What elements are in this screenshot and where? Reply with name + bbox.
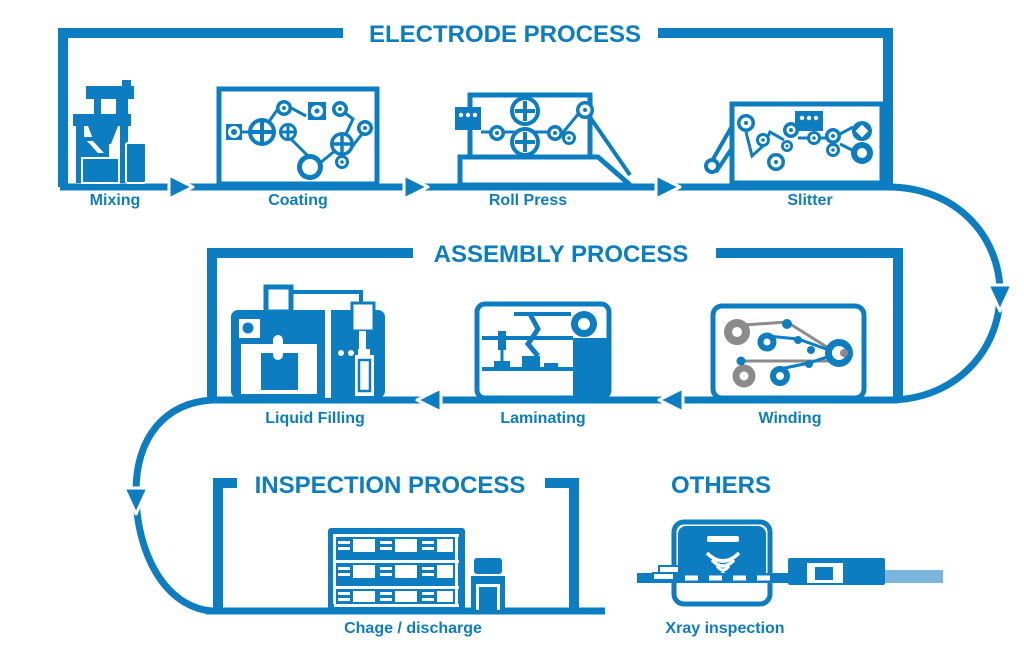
- charge-discharge-rack-icon: [328, 528, 505, 612]
- step-label-liquid-filling: Liquid Filling: [265, 410, 365, 427]
- slitter-machine-icon: [704, 101, 885, 186]
- liquid-filling-machine-icon: [231, 284, 385, 398]
- right-connector-curve: [887, 183, 1004, 404]
- section-title-others: OTHERS: [670, 472, 772, 499]
- winding-machine-icon: [710, 303, 867, 401]
- laminating-machine-icon: [474, 301, 612, 401]
- step-label-winding: Winding: [758, 410, 822, 427]
- flow-arrow-right-icon: [402, 173, 430, 201]
- xray-inspection-machine-icon: [637, 519, 943, 607]
- electrode-bracket-left: [58, 28, 343, 187]
- roll-press-machine-icon: [455, 92, 632, 187]
- flow-arrow-right-icon: [654, 173, 682, 201]
- flow-arrow-left-icon: [415, 386, 443, 414]
- section-title-electrode: ELECTRODE PROCESS: [368, 21, 642, 48]
- step-label-charge-discharge: Chage / discharge: [344, 620, 482, 637]
- electrode-bracket-right: [658, 28, 893, 186]
- assembly-bracket-right: [716, 248, 903, 398]
- flow-arrow-down-icon: [986, 283, 1014, 313]
- step-label-xray-inspection: Xray inspection: [665, 620, 785, 637]
- flow-arrow-right-icon: [167, 173, 195, 201]
- inspection-bracket-left: [213, 478, 237, 611]
- step-label-mixing: Mixing: [89, 192, 141, 209]
- mixing-machine-icon: [73, 80, 147, 184]
- coating-machine-icon: [216, 86, 380, 187]
- flow-arrow-left-icon: [657, 386, 685, 414]
- left-connector-curve: [132, 396, 214, 615]
- section-title-inspection: INSPECTION PROCESS: [254, 472, 526, 499]
- flow-arrow-down-icon: [122, 486, 150, 516]
- step-label-slitter: Slitter: [787, 192, 833, 209]
- step-label-roll-press: Roll Press: [488, 192, 568, 209]
- step-label-laminating: Laminating: [500, 410, 586, 427]
- inspection-bracket-right: [545, 478, 579, 611]
- section-title-assembly: ASSEMBLY PROCESS: [433, 241, 689, 268]
- step-label-coating: Coating: [268, 192, 328, 209]
- assembly-bracket-left: [207, 248, 413, 398]
